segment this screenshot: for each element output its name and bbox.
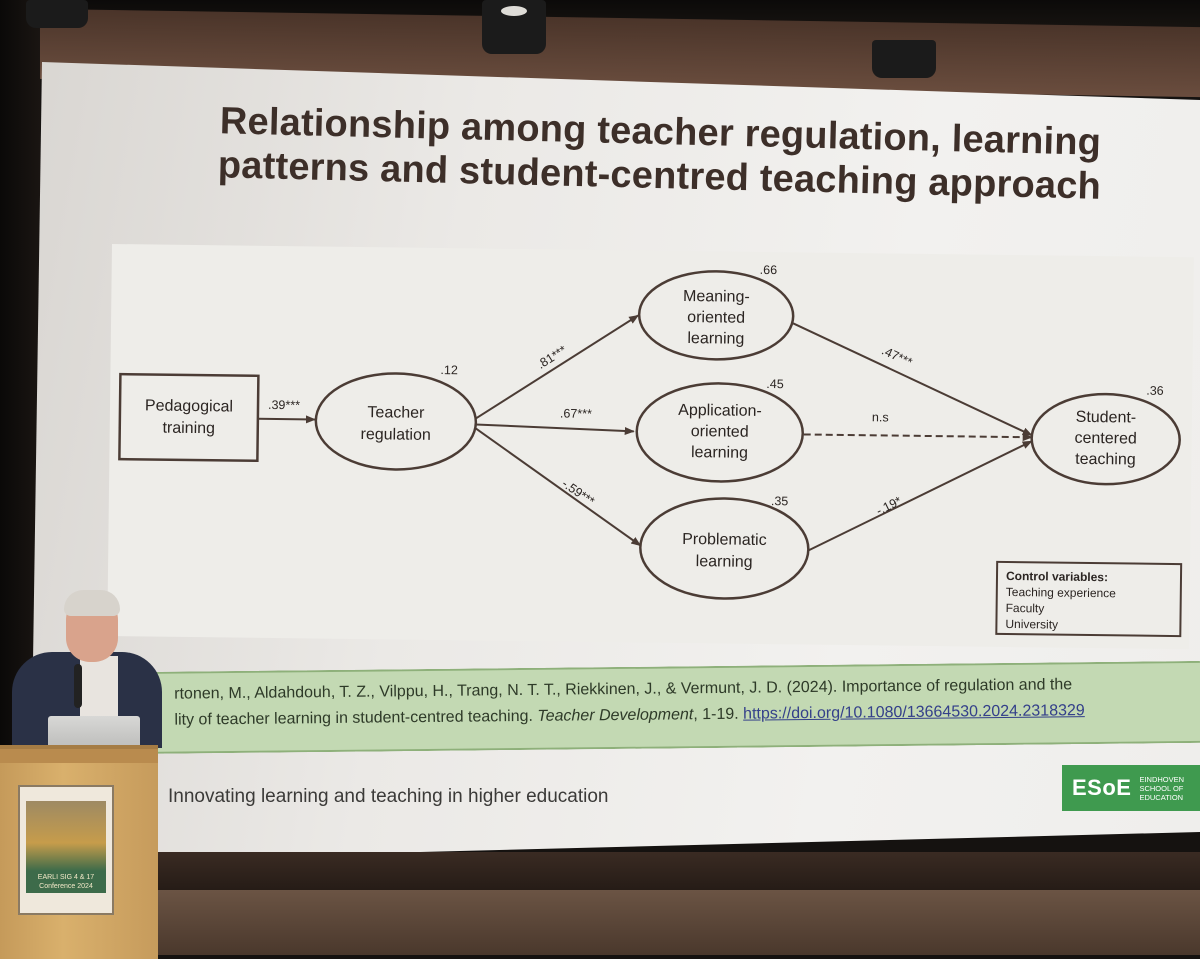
node-problematic-learning: Problematic learning [639, 497, 810, 600]
svg-text:Application-: Application- [678, 402, 762, 420]
node-student-centered-teaching: Student- centered teaching [1030, 392, 1181, 486]
svg-text:learning: learning [691, 444, 748, 462]
path-application-student [803, 433, 1033, 442]
coef-application-student: n.s [872, 410, 889, 424]
slide-title: Relationship among teacher regulation, l… [140, 100, 1180, 208]
stage-lamp-right [872, 40, 936, 78]
coef-problematic-student: -.19* [874, 494, 904, 518]
r2-teacher-regulation: .12 [440, 363, 458, 377]
path-regulation-application [475, 423, 635, 435]
microphone-icon [74, 664, 82, 708]
citation-box: rtonen, M., Aldahdouh, T. Z., Vilppu, H.… [140, 660, 1200, 754]
svg-text:learning: learning [687, 330, 744, 348]
esoe-logo-mark: ESoE [1072, 775, 1132, 800]
node-pedagogical-training: Pedagogical training [118, 372, 260, 463]
path-problematic-student [807, 440, 1033, 552]
svg-text:Problematic: Problematic [682, 531, 767, 549]
citation-journal: Teacher Development [537, 706, 694, 725]
screen-lower-edge [155, 852, 1200, 897]
svg-text:centered: centered [1074, 430, 1136, 448]
node-teacher-regulation: Teacher regulation [314, 372, 478, 471]
svg-text:teaching: teaching [1075, 451, 1136, 469]
svg-text:Meaning-: Meaning- [683, 288, 750, 306]
r2-application-oriented: .45 [766, 377, 784, 391]
r2-meaning-oriented: .66 [760, 263, 778, 277]
coef-regulation-meaning: .81*** [535, 343, 570, 372]
laptop [48, 716, 140, 748]
node-application-oriented-learning: Application- oriented learning [635, 382, 804, 483]
control-variable-item: University [1005, 616, 1059, 632]
slide-footer-text: Innovating learning and teaching in high… [168, 786, 609, 807]
path-training-regulation [257, 415, 316, 424]
coef-training-regulation: .39*** [268, 398, 300, 412]
speaker-hair [64, 590, 120, 616]
poster-image [26, 801, 106, 871]
svg-text:Teacher: Teacher [367, 404, 425, 422]
path-meaning-student [792, 322, 1033, 437]
path-diagram-svg: Pedagogical training Teacher regulation … [118, 263, 1181, 600]
speaker-shirt [80, 656, 118, 726]
control-variables-box: Control variables: Teaching experience F… [995, 560, 1183, 638]
stage-lamp-center [482, 0, 546, 54]
stage-lamp-left [26, 0, 88, 28]
svg-text:Student-: Student- [1076, 409, 1137, 427]
citation-doi-link[interactable]: https://doi.org/10.1080/13664530.2024.23… [743, 702, 1085, 723]
svg-text:regulation: regulation [360, 426, 430, 444]
path-regulation-problematic [475, 427, 642, 547]
esoe-logo-subtitle: EindhovenSchool ofEducation [1139, 774, 1185, 802]
citation-text: lity of teacher learning in student-cent… [174, 707, 538, 729]
citation-pages: , 1-19. [693, 705, 744, 724]
stage-floor [150, 890, 1200, 955]
svg-text:oriented: oriented [687, 309, 745, 327]
r2-student-centered: .36 [1146, 384, 1164, 398]
esoe-logo: ESoE EindhovenSchool ofEducation [1062, 765, 1200, 811]
coef-regulation-application: .67*** [560, 406, 592, 420]
path-regulation-meaning [475, 314, 640, 420]
node-meaning-oriented-learning: Meaning- oriented learning [637, 270, 795, 361]
path-diagram: Pedagogical training Teacher regulation … [107, 244, 1194, 650]
r2-problematic: .35 [771, 494, 789, 508]
svg-text:oriented: oriented [691, 423, 749, 441]
svg-text:training: training [162, 420, 215, 438]
svg-text:Pedagogical: Pedagogical [145, 397, 233, 415]
svg-text:learning: learning [696, 553, 753, 571]
